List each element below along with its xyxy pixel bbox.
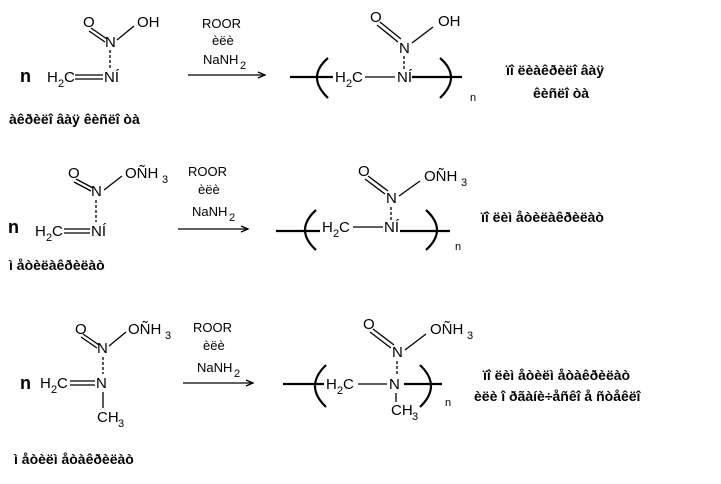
atom-c: C [352,69,363,86]
polymer-1-bonds [290,21,462,99]
reagent-roor: ROOR [188,164,227,179]
coefficient: n [20,66,31,86]
monomer-3-bonds [70,331,127,408]
monomer-2: n O OÑH 3 N H 2 C NÍ ì åòèëàêðèëàò [8,165,168,273]
atom-n-top: N [392,344,403,361]
repeat-n: n [445,397,451,409]
monomer-1-bonds [75,25,135,80]
atom-o: O [363,316,375,333]
repeat-n: n [455,241,461,253]
reagent-or: èëè [198,182,220,197]
reagent-nanh: NaNH [203,52,238,67]
monomer-name: ì åòèëì åòàêðèëàò [13,451,134,467]
atom-n-bottom: NÍ [397,69,413,86]
arrow-head [245,379,255,387]
atom-o: O [358,163,370,180]
subscript-2: 2 [346,78,352,90]
atom-c: C [52,223,63,240]
atom-n-top: N [386,190,397,207]
reaction-3: n O OÑH 3 N H 2 C N CH 3 ì åòèëì åòàêðèë… [13,316,642,467]
subscript-3: 3 [467,330,473,342]
polymer-name-line-2: èëè î ðãàíè÷åñêî å ñòåêëî [474,388,642,404]
subscript-3: 3 [118,418,124,430]
atom-c: C [339,219,350,236]
atom-oh: OH [438,13,461,30]
reaction-1: n O OH N H 2 C NÍ àêðèëî âàÿ êèñëî òà RO… [9,9,604,127]
reagent-nanh-subscript: 2 [234,368,240,380]
monomer-1: n O OH N H 2 C NÍ àêðèëî âàÿ êèñëî òà [9,14,160,127]
arrow-head [240,225,250,233]
monomer-3: n O OÑH 3 N H 2 C N CH 3 ì åòèëì åòàêðèë… [13,321,171,467]
atom-n-bottom: NÍ [104,69,120,86]
subscript-3: 3 [412,411,418,423]
atom-n-bottom: NÍ [91,223,107,240]
subscript-2: 2 [46,232,52,244]
repeat-n: n [470,92,476,104]
atom-ch: CH [391,402,413,419]
conditions-2: ROOR èëè NaNH 2 [178,164,250,233]
atom-och: OÑH [125,165,158,182]
reagent-or: èëè [203,338,225,353]
atom-o: O [68,165,80,182]
atom-n-top: N [105,34,116,51]
subscript-2: 2 [333,228,339,240]
polymer-name-line-2: êèñëî òà [533,85,589,101]
atom-o: O [83,14,95,31]
atom-c: C [57,375,68,392]
arrow-head [257,71,267,79]
atom-n-top: N [97,340,108,357]
atom-ch: CH [97,409,119,426]
conditions-3: ROOR èëè NaNH 2 [183,320,255,387]
reagent-nanh: NaNH [197,360,232,375]
polymer-name-line-1: ïî ëèàêðèëî âàÿ [505,62,604,78]
subscript-2: 2 [58,78,64,90]
atom-n-top: N [91,183,102,200]
atom-och: OÑH [128,321,161,338]
atom-n-bottom: N [96,375,107,392]
atom-c: C [64,69,75,86]
atom-h: H [335,69,346,86]
reagent-roor: ROOR [202,16,241,31]
atom-och: OÑH [424,168,457,185]
reaction-2: n O OÑH 3 N H 2 C NÍ ì åòèëàêðèëàò ROOR … [8,163,604,273]
polymer-2: O OÑH 3 N H 2 C NÍ n ïî ëèì åòèëàêðèëàò [276,163,604,253]
polymer-1: O OH N H 2 C NÍ n ïî ëèàêðèëî âàÿ êèñëî … [290,9,604,104]
polymer-name-line-1: ïî ëèì åòèëì åòàêðèëàò [482,367,630,383]
polymer-3: O OÑH 3 N H 2 C N CH 3 n ïî ëè [283,316,642,423]
subscript-3: 3 [165,330,171,342]
atom-oh: OH [137,14,160,31]
atom-o: O [370,9,382,26]
atom-h: H [35,223,46,240]
monomer-2-bonds [64,175,123,234]
atom-h: H [47,69,58,86]
atom-n-bottom: N [389,376,400,393]
subscript-3: 3 [461,177,467,189]
atom-h: H [326,376,337,393]
atom-c: C [343,376,354,393]
coefficient: n [8,217,19,237]
conditions-1: ROOR èëè NaNH 2 [188,16,267,79]
atom-n-bottom: NÍ [384,219,400,236]
subscript-2: 2 [337,385,343,397]
polymer-name-line-1: ïî ëèì åòèëàêðèëàò [480,209,604,225]
reagent-or: èëè [212,33,234,48]
subscript-3: 3 [162,174,168,186]
subscript-2: 2 [51,384,57,396]
atom-n-top: N [399,40,410,57]
polymer-3-bonds [283,328,442,408]
reagent-roor: ROOR [193,320,232,335]
atom-o: O [75,321,87,338]
reagent-nanh: NaNH [192,204,227,219]
reagent-nanh-subscript: 2 [240,60,246,72]
monomer-name: àêðèëî âàÿ êèñëî òà [9,111,140,127]
polymer-2-bonds [276,175,450,251]
reagent-nanh-subscript: 2 [229,212,235,224]
monomer-name: ì åòèëàêðèëàò [8,257,105,273]
atom-h: H [322,219,333,236]
atom-och: OÑH [430,321,463,338]
atom-h: H [40,375,51,392]
coefficient: n [20,373,31,393]
